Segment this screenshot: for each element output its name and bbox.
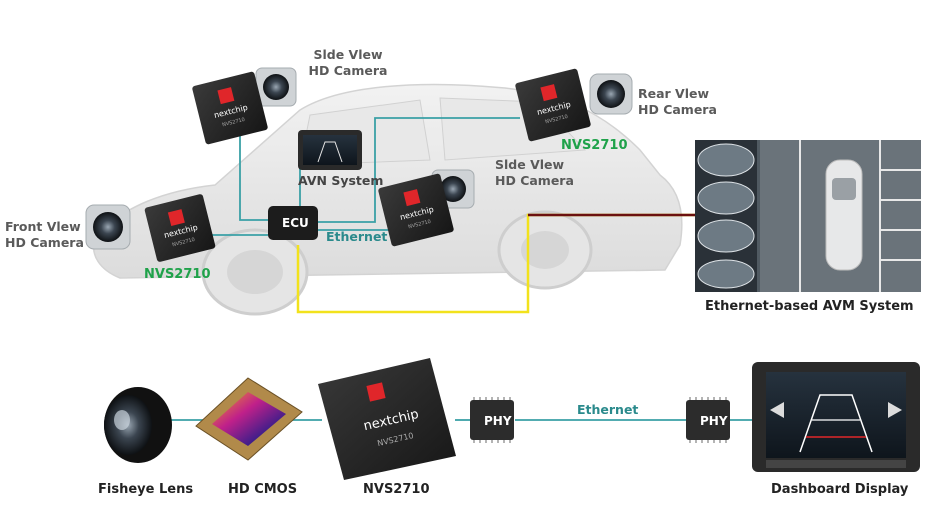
camera-rear bbox=[589, 73, 633, 115]
nvs-chip-front: nextchip NVS2710 bbox=[144, 194, 216, 262]
avm-view-panel bbox=[695, 140, 921, 292]
front-view-label: Front Vlew HD Camera bbox=[5, 219, 84, 251]
phy-chip-left bbox=[470, 397, 514, 443]
side-view-top-label: Slde Vlew HD Camera bbox=[308, 47, 388, 79]
hd-cmos-label: HD CMOS bbox=[228, 482, 298, 497]
side-view-top-line1: Slde Vlew bbox=[313, 47, 383, 62]
ethernet-top-label: Ethernet bbox=[326, 229, 388, 244]
rear-view-label: Rear Vlew HD Camera bbox=[638, 86, 717, 118]
ecu-box bbox=[268, 206, 318, 240]
side-view-top-line2: HD Camera bbox=[308, 63, 388, 78]
nvs-bottom-label: NVS2710 bbox=[363, 482, 430, 497]
svg-text:NVS2710: NVS2710 bbox=[222, 117, 246, 128]
camera-front bbox=[85, 204, 131, 250]
side-view-mid-label: Slde Vlew HD Camera bbox=[495, 157, 574, 189]
nvs-chip-rear: nextchip NVS2710 bbox=[515, 68, 591, 142]
dashboard-display bbox=[752, 362, 920, 472]
avn-system-label: AVN System bbox=[298, 173, 384, 188]
ecu-label: ECU bbox=[282, 216, 309, 230]
front-view-line1: Front Vlew bbox=[5, 219, 81, 234]
svg-text:NVS2710: NVS2710 bbox=[545, 114, 569, 125]
ethernet-bottom-label: Ethernet bbox=[577, 402, 639, 417]
nvs-right-label: NVS2710 bbox=[561, 138, 628, 153]
phy-right-label: PHY bbox=[700, 414, 728, 428]
svg-text:NVS2710: NVS2710 bbox=[172, 237, 196, 248]
fisheye-lens bbox=[104, 387, 172, 463]
cmos-sensor bbox=[195, 377, 303, 461]
rear-view-line2: HD Camera bbox=[638, 102, 717, 117]
phy-left-label: PHY bbox=[484, 414, 512, 428]
side-view-mid-line2: HD Camera bbox=[495, 173, 574, 188]
nvs-chip-side-top: nextchip NVS2710 bbox=[192, 71, 268, 145]
rear-view-line1: Rear Vlew bbox=[638, 86, 710, 101]
svg-text:NVS2710: NVS2710 bbox=[408, 219, 432, 230]
side-view-mid-line1: Slde Vlew bbox=[495, 157, 565, 172]
avn-display bbox=[298, 130, 362, 170]
dashboard-label: Dashboard Display bbox=[771, 482, 909, 497]
nvs-chip-side-mid: nextchip NVS2710 bbox=[378, 173, 454, 247]
phy-chip-right bbox=[686, 397, 730, 443]
fisheye-label: Fisheye Lens bbox=[98, 482, 194, 497]
nvs-left-label: NVS2710 bbox=[144, 267, 211, 282]
front-view-line2: HD Camera bbox=[5, 235, 84, 250]
nvs-chip-bottom: nextchip NVS2710 bbox=[318, 358, 456, 480]
camera-side-top bbox=[255, 67, 297, 107]
avm-caption: Ethernet-based AVM System bbox=[705, 299, 914, 314]
